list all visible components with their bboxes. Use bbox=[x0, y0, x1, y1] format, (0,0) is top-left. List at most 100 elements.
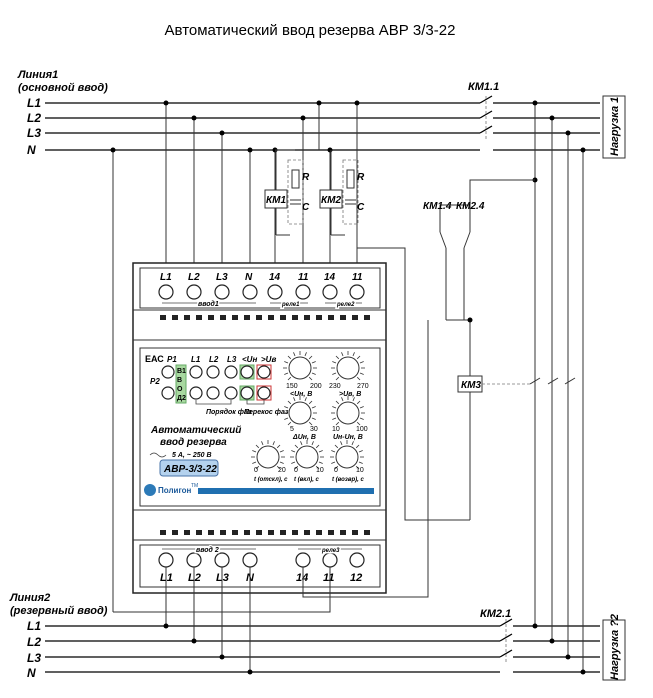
top-terminal-l2: L2 bbox=[188, 272, 200, 283]
knob-tick bbox=[318, 461, 323, 464]
knob-tick bbox=[311, 441, 314, 446]
vent-slot bbox=[160, 315, 166, 320]
km1-label: КМ1 bbox=[266, 195, 286, 206]
knob-tret-max: 10 bbox=[356, 467, 364, 474]
relay-coil-circuits bbox=[264, 100, 428, 521]
vvod-letter-1: В1 bbox=[177, 368, 186, 375]
knob-tick bbox=[284, 417, 289, 420]
knob-dun-label: ΔUн, В bbox=[292, 434, 316, 441]
knob-tick bbox=[340, 441, 343, 446]
knob-tick bbox=[355, 444, 360, 449]
load2-box bbox=[602, 619, 626, 681]
load1-label: Нагрузка 1 bbox=[609, 97, 621, 156]
led-indicators bbox=[161, 364, 272, 405]
device-name-line1: Автоматический bbox=[150, 425, 241, 436]
top-terminal-l1: L1 bbox=[160, 272, 172, 283]
knob-un-max: 200 bbox=[310, 383, 322, 390]
bottom-group-relay3: реле3 bbox=[321, 548, 340, 554]
knob-tick bbox=[304, 397, 307, 402]
knob-dun-max: 30 bbox=[310, 426, 318, 433]
top-terminal-14a: 14 bbox=[269, 272, 281, 283]
vent-slot bbox=[316, 530, 322, 535]
knob-t-return[interactable] bbox=[335, 445, 359, 469]
line1-l2-label: L2 bbox=[27, 111, 41, 125]
km3-label: КМ3 bbox=[461, 380, 481, 391]
device-line1-wires bbox=[110, 100, 253, 612]
bottom-terminal-14: 14 bbox=[296, 572, 308, 584]
knob-toff-min: 0 bbox=[254, 467, 258, 474]
line2-bus bbox=[45, 625, 600, 673]
knob-tick bbox=[284, 406, 289, 409]
knob-tick bbox=[308, 376, 313, 381]
line1-n-label: N bbox=[27, 143, 36, 157]
vent-slot bbox=[304, 530, 310, 535]
vent-slot bbox=[232, 530, 238, 535]
knob-tick bbox=[276, 465, 281, 470]
top-terminal-block bbox=[158, 284, 365, 300]
knob-ton-label: t (вкл), с bbox=[294, 477, 320, 483]
vent-slot bbox=[172, 315, 178, 320]
led-label-p2: Р2 bbox=[150, 377, 160, 386]
vvod-letter-4: Д2 bbox=[177, 395, 186, 402]
led-label-p1: Р1 bbox=[167, 355, 177, 364]
knob-tick bbox=[352, 352, 355, 357]
knob-un[interactable] bbox=[288, 356, 312, 380]
model-plate bbox=[159, 459, 219, 477]
vent-slot bbox=[352, 530, 358, 535]
vent-slot bbox=[256, 315, 262, 320]
knob-tick bbox=[308, 421, 313, 426]
knob-un-min: 150 bbox=[286, 383, 298, 390]
vent-slot bbox=[316, 315, 322, 320]
vent-slot bbox=[184, 315, 190, 320]
top-terminal-11a: 11 bbox=[298, 272, 309, 283]
vent-slot bbox=[280, 530, 286, 535]
vent-slot bbox=[208, 530, 214, 535]
top-group-input1: ввод1 bbox=[198, 300, 219, 308]
knob-tick bbox=[359, 406, 364, 409]
knob-uh-diff[interactable] bbox=[336, 401, 360, 425]
ac-symbol bbox=[149, 452, 167, 458]
knob-tick bbox=[356, 376, 361, 381]
knob-toff-max: 20 bbox=[278, 467, 286, 474]
knob-tick bbox=[359, 361, 364, 364]
km1-r-label: R bbox=[302, 172, 310, 183]
knob-tick bbox=[287, 400, 292, 405]
vent-slot bbox=[292, 315, 298, 320]
control-circuit bbox=[427, 179, 576, 521]
knob-tick bbox=[356, 400, 361, 405]
knob-tick bbox=[272, 441, 275, 446]
knob-tick bbox=[334, 444, 339, 449]
knob-t-on[interactable] bbox=[295, 445, 319, 469]
knob-uv[interactable] bbox=[336, 356, 360, 380]
knob-tick bbox=[308, 355, 313, 360]
knob-tret-label: t (возвр), с bbox=[332, 477, 364, 483]
knob-tick bbox=[332, 406, 337, 409]
knob-tick bbox=[341, 352, 344, 357]
km24-label: КМ2.4 bbox=[456, 201, 485, 212]
km2-r-label: R bbox=[357, 172, 365, 183]
knob-tick bbox=[341, 397, 344, 402]
knob-delta-un[interactable] bbox=[288, 401, 312, 425]
vent-slot bbox=[364, 530, 370, 535]
knob-t-off[interactable] bbox=[256, 445, 280, 469]
device-rating: 5 А, ~ 250 В bbox=[172, 452, 212, 459]
line2-n-label: N bbox=[27, 666, 36, 680]
knob-uhd-label: Uн-Uн, В bbox=[333, 434, 363, 441]
brand-bar bbox=[198, 488, 374, 494]
model-label: АВР-3/3-22 bbox=[163, 464, 217, 475]
knob-tick bbox=[261, 441, 264, 446]
km2-label: КМ2 bbox=[321, 195, 341, 206]
line2-l3-label: L3 bbox=[27, 651, 41, 665]
knob-tick bbox=[284, 372, 289, 375]
knob-uhd-max: 100 bbox=[356, 426, 368, 433]
knob-tret-min: 0 bbox=[334, 467, 338, 474]
knob-tick bbox=[332, 417, 337, 420]
knob-tick bbox=[294, 444, 299, 449]
line1-name: Линия1 bbox=[17, 69, 58, 81]
vent-slot bbox=[292, 530, 298, 535]
knob-tick bbox=[335, 376, 340, 381]
knob-un-label: <Uн, В bbox=[290, 391, 312, 398]
top-group-relay2: реле2 bbox=[336, 302, 355, 308]
line2-name: Линия2 bbox=[9, 592, 50, 604]
knob-tick bbox=[255, 465, 260, 470]
